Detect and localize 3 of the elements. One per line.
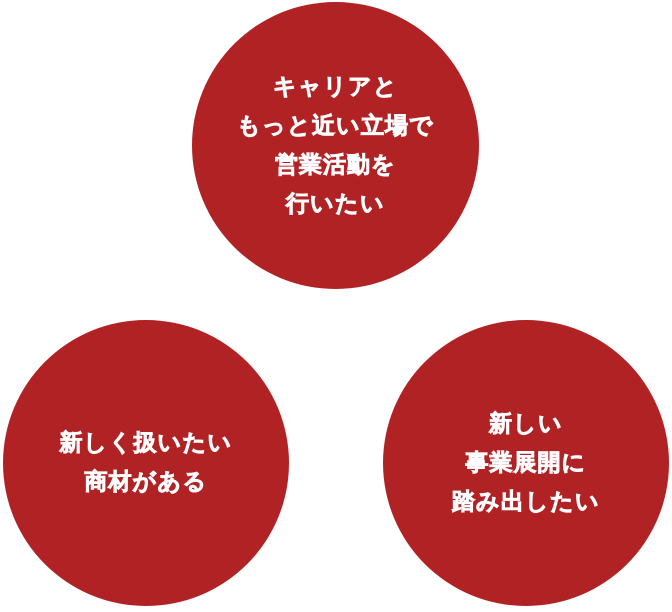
circle-label: 新しい事業展開に踏み出したい [452, 410, 600, 516]
circle-label: キャリアともっと近い立場で営業活動を行いたい [237, 72, 434, 218]
circle-label: 新しく扱いたい商材がある [60, 429, 232, 497]
